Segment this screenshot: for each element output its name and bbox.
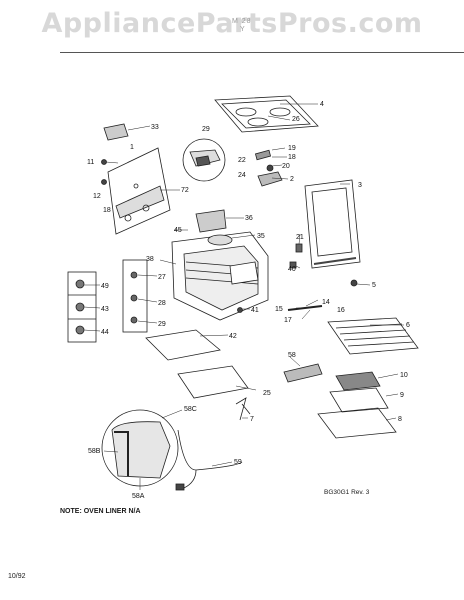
callout-6: 6 xyxy=(406,322,410,329)
power-cord-part xyxy=(177,429,243,489)
oven-door-part xyxy=(304,179,361,269)
drawing-reference: BG30G1 Rev. 3 xyxy=(324,489,370,496)
watermark: AppliancePartsPros.com xyxy=(41,8,423,39)
callout-2: 2 xyxy=(290,176,294,183)
callout-49: 49 xyxy=(101,283,109,290)
bracket-21 xyxy=(295,243,303,253)
bracket-part xyxy=(103,123,129,141)
control-panel-part xyxy=(107,147,171,235)
callout-11: 11 xyxy=(87,159,94,166)
cooktop-part xyxy=(214,95,319,133)
callout-45: 45 xyxy=(174,227,182,234)
small-parts-group-center xyxy=(122,259,148,333)
part-5 xyxy=(350,279,358,287)
callout-labels: 4 26 33 1 11 12 18 72 29 22 24 19 18 20 … xyxy=(87,101,410,500)
callout-58: 58 xyxy=(288,352,296,359)
callout-29: 29 xyxy=(202,126,210,133)
clip-part xyxy=(235,397,251,421)
screw-11 xyxy=(101,159,107,165)
oven-body-part xyxy=(171,231,269,321)
hinge-part xyxy=(287,305,323,311)
broil-grid-part xyxy=(335,371,381,391)
callout-58C: 58C xyxy=(184,406,197,413)
burner-part xyxy=(195,209,233,246)
callout-28: 28 xyxy=(158,300,166,307)
callout-36: 36 xyxy=(245,215,253,222)
callout-4: 4 xyxy=(320,101,324,108)
detail-circle xyxy=(182,138,226,182)
callout-15: 15 xyxy=(275,306,283,313)
note-text: NOTE: OVEN LINER N/A xyxy=(60,508,141,515)
callout-5: 5 xyxy=(372,282,376,289)
callout-29b: 29 xyxy=(158,321,166,328)
bottom-panel-part xyxy=(145,329,221,361)
callout-43: 43 xyxy=(101,306,109,313)
revision-date: 10/92 xyxy=(8,573,26,580)
callout-22: 22 xyxy=(238,157,246,164)
broil-pan-part xyxy=(329,387,389,413)
callout-20: 20 xyxy=(282,163,290,170)
callout-59: 59 xyxy=(234,459,242,466)
callout-16: 16 xyxy=(337,307,345,314)
broiler-pan-part xyxy=(177,365,249,399)
model-line-2: Y xyxy=(240,26,246,33)
callout-12: 12 xyxy=(93,193,101,200)
callout-33: 33 xyxy=(151,124,159,131)
header-rule xyxy=(60,52,464,53)
callout-3: 3 xyxy=(358,182,362,189)
callout-58B: 58B xyxy=(88,448,101,455)
callout-9: 9 xyxy=(400,392,404,399)
screw-12 xyxy=(101,179,107,185)
callout-17: 17 xyxy=(284,317,292,324)
callout-21: 21 xyxy=(296,234,304,241)
leader-lines xyxy=(83,103,404,490)
callout-24: 24 xyxy=(238,172,246,179)
plug-part xyxy=(175,483,185,491)
bake-element-part xyxy=(283,363,323,383)
valve-parts xyxy=(254,149,283,187)
callout-38: 38 xyxy=(146,256,154,263)
callout-41: 41 xyxy=(251,307,259,314)
callout-7: 7 xyxy=(250,416,254,423)
callout-72: 72 xyxy=(181,187,189,194)
callout-35: 35 xyxy=(257,233,265,240)
drawer-pan-part xyxy=(317,407,397,439)
callout-18: 18 xyxy=(103,207,111,214)
part-40 xyxy=(289,261,297,269)
callout-27: 27 xyxy=(158,274,166,281)
callout-26: 26 xyxy=(292,116,300,123)
callout-14: 14 xyxy=(322,299,330,306)
callout-18b: 18 xyxy=(288,154,296,161)
callout-40: 40 xyxy=(288,266,296,273)
callout-10: 10 xyxy=(400,372,408,379)
callout-44: 44 xyxy=(101,329,109,336)
callout-25: 25 xyxy=(263,390,271,397)
callout-42: 42 xyxy=(229,333,237,340)
callout-1: 1 xyxy=(130,144,134,151)
part-41 xyxy=(237,307,243,313)
oven-rack-part xyxy=(327,317,419,355)
model-line-1: M 28 xyxy=(232,18,252,25)
callout-8: 8 xyxy=(398,416,402,423)
oven-liner-detail xyxy=(101,409,179,487)
callout-58A: 58A xyxy=(132,493,145,500)
small-parts-group-left xyxy=(67,271,97,343)
callout-19: 19 xyxy=(288,145,296,152)
